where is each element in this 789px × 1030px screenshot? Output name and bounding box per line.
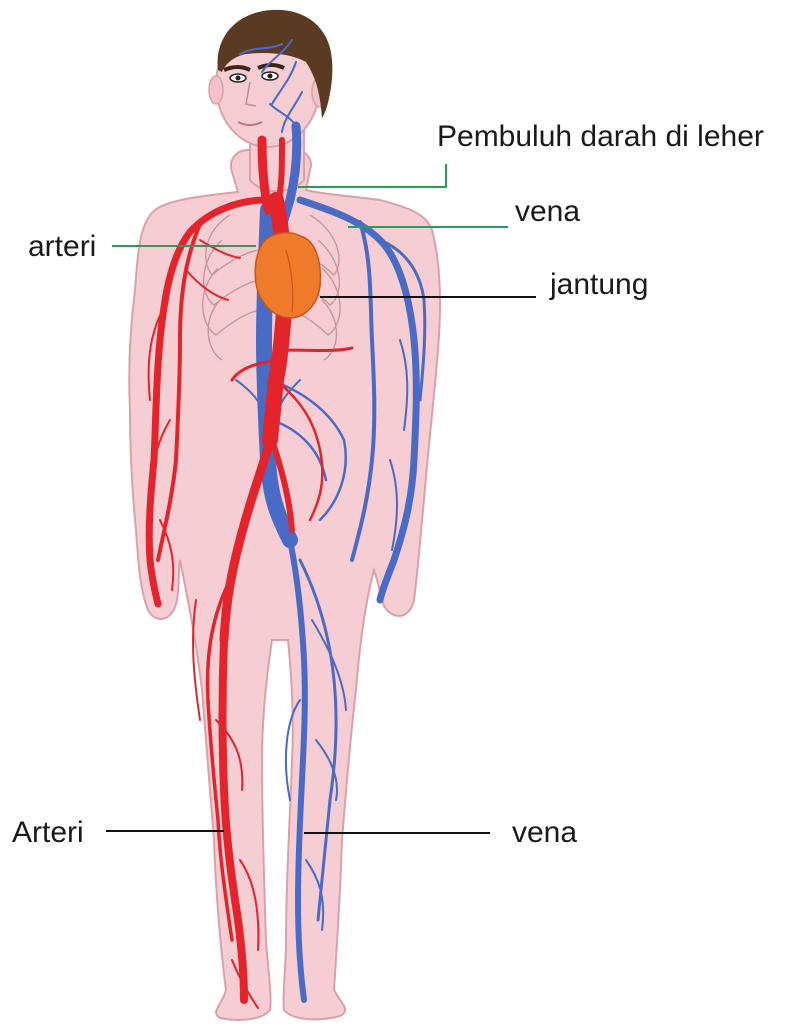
leader-neck-vessels bbox=[298, 164, 446, 187]
ear-left bbox=[209, 76, 223, 104]
heart bbox=[255, 233, 320, 318]
label-vein-upper: vena bbox=[515, 197, 580, 227]
label-artery-upper: arteri bbox=[28, 232, 96, 262]
pupil-right bbox=[268, 74, 273, 79]
pupil-left bbox=[236, 76, 241, 81]
label-heart: jantung bbox=[550, 270, 648, 300]
label-artery-lower: Arteri bbox=[12, 818, 84, 848]
label-vein-lower: vena bbox=[512, 818, 577, 848]
label-neck-vessels: Pembuluh darah di leher bbox=[437, 122, 764, 152]
